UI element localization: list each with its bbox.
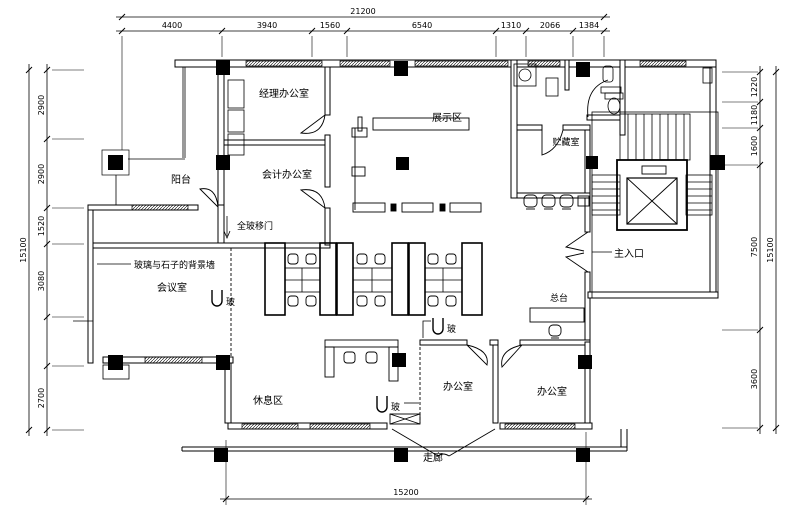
dim-right-seg-4: 3600 (750, 369, 759, 389)
room-labels: 经理办公室 会计办公室 阳台 展示区 贮藏室 会议室 休息区 办公室 办公室 走… (157, 87, 580, 464)
glass-symbols (211, 290, 444, 413)
glass-partitions (230, 248, 421, 423)
dim-bottom-total: 15200 (393, 488, 418, 497)
room-label-accounting-office: 会计办公室 (262, 168, 312, 181)
room-label-balcony: 阳台 (171, 173, 191, 186)
label-glass-sliding-door: 全玻移门 (237, 220, 273, 232)
planter (102, 364, 130, 380)
dim-right-seg-2: 1600 (750, 136, 759, 156)
label-main-entrance: 主入口 (614, 248, 644, 260)
dim-top-seg-2: 1560 (320, 21, 340, 30)
dim-left-seg-0: 2900 (37, 95, 46, 115)
dim-top-seg-3: 6540 (412, 21, 432, 30)
room-label-manager-office: 经理办公室 (259, 87, 309, 100)
label-feature-wall: 玻璃与石子的背景墙 (134, 259, 215, 271)
room-label-rest-area: 休息区 (253, 394, 283, 407)
dim-left-seg-2: 1520 (37, 216, 46, 236)
dim-top-total: 21200 (350, 7, 375, 16)
annotation-leaders (97, 216, 612, 265)
walls (87, 59, 719, 430)
doors (199, 79, 609, 457)
room-label-corridor: 走廊 (423, 451, 443, 464)
annotation-labels: 主入口 全玻移门 玻璃与石子的背景墙 玻 玻 玻 (134, 220, 644, 413)
elevator (616, 159, 688, 231)
room-label-storage-room: 贮藏室 (552, 136, 579, 148)
dim-right-seg-3: 7500 (750, 237, 759, 257)
dim-top-seg-5: 2066 (540, 21, 560, 30)
stairs (591, 111, 719, 299)
dim-left-seg-1: 2900 (37, 164, 46, 184)
windows (131, 60, 687, 430)
dim-left-total: 15100 (19, 237, 28, 262)
dimension-lines (25, 13, 780, 505)
room-label-meeting-room: 会议室 (157, 281, 187, 294)
reception-desk (529, 307, 585, 339)
dim-top-seg-1: 3940 (257, 21, 277, 30)
room-label-office-a: 办公室 (443, 380, 473, 393)
sink (513, 63, 537, 87)
columns (108, 60, 725, 462)
room-label-exhibition-area: 展示区 (432, 112, 462, 124)
rest-area-desks (324, 339, 421, 425)
exhibition-fixtures (351, 116, 482, 213)
toilet-bowl (607, 97, 621, 115)
chairs (287, 253, 457, 307)
dim-top-seg-0: 4400 (162, 21, 182, 30)
dim-top-seg-6: 1384 (579, 21, 599, 30)
room-label-office-b: 办公室 (537, 385, 567, 398)
manager-office-cabinets (227, 79, 245, 156)
label-glass-a: 玻 (226, 296, 235, 308)
dim-right-total: 15100 (766, 237, 775, 262)
toilet-tank (604, 92, 624, 100)
dim-top-seg-4: 1310 (501, 21, 521, 30)
dim-right-seg-0: 1220 (750, 77, 759, 97)
urinal (602, 65, 614, 83)
dim-left-seg-3: 3080 (37, 271, 46, 291)
label-glass-b: 玻 (447, 323, 456, 335)
label-glass-c: 玻 (391, 401, 400, 413)
hall-chairs (523, 194, 590, 210)
toilet-fixtures (513, 63, 713, 115)
column-outline-box (101, 149, 130, 176)
workstation-cluster (264, 242, 483, 316)
room-label-reception: 总台 (550, 292, 568, 304)
dim-right-seg-1: 1180 (750, 105, 759, 125)
dim-left-seg-4: 2700 (37, 388, 46, 408)
corridor-wall (181, 429, 628, 452)
balcony-rail (115, 67, 186, 205)
dimension-labels: 21200 4400 3940 1560 6540 1310 2066 1384… (19, 7, 775, 497)
